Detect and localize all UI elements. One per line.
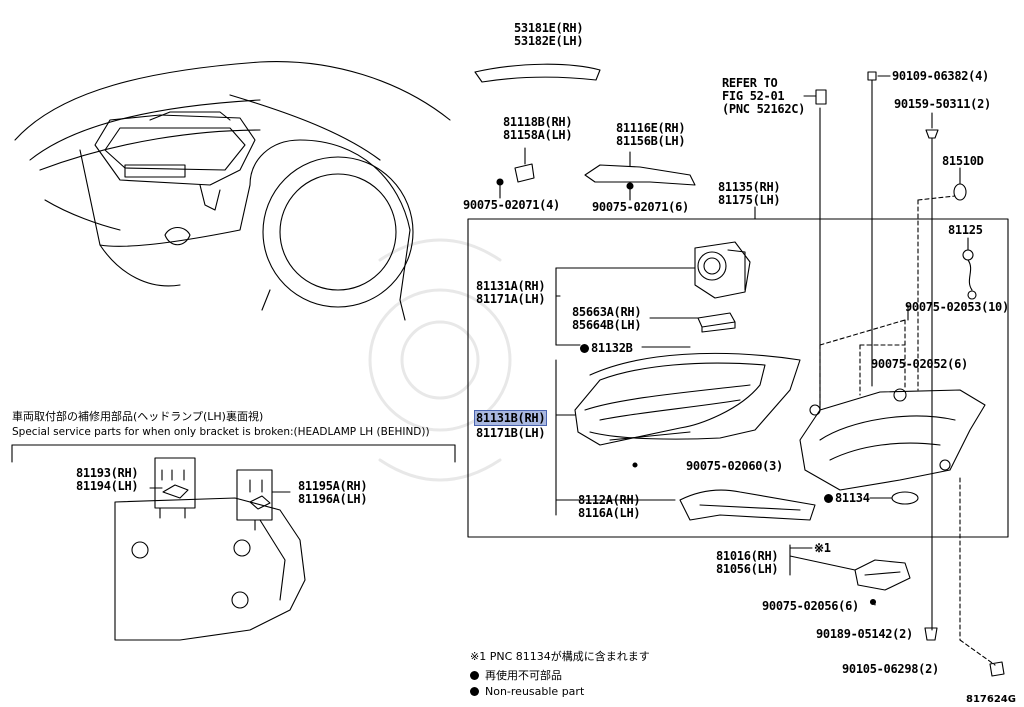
- bracket-box-81195: [236, 469, 273, 521]
- dashed-leaders: [819, 195, 996, 666]
- non-reusable-marker-icon: [824, 494, 833, 503]
- watermark: [368, 238, 512, 482]
- label-90075-02056[interactable]: 90075-02056(6): [762, 599, 859, 613]
- bullet-icon: [470, 687, 479, 696]
- label-90159[interactable]: 90159-50311(2): [894, 97, 991, 111]
- housing-back-view: [114, 497, 306, 641]
- label-81510[interactable]: 81510D: [942, 154, 984, 168]
- legend-en: Non-reusable part: [470, 685, 584, 698]
- projector-unit: [694, 241, 751, 299]
- label-81131a[interactable]: 81131A(RH) 81171A(LH): [476, 279, 546, 306]
- label-81135[interactable]: 81135(RH) 81175(LH): [718, 180, 781, 207]
- legend-en-text: Non-reusable part: [485, 685, 585, 698]
- seal-81134: [891, 491, 919, 505]
- label-90109[interactable]: 90109-06382(4): [892, 69, 989, 83]
- label-85663[interactable]: 85663A(RH) 85664B(LH): [572, 305, 642, 332]
- assembly-frame: [467, 218, 1009, 538]
- legend-jp: 再使用不可部品: [470, 669, 562, 682]
- bolt-90159: [925, 112, 939, 151]
- label-90105[interactable]: 90105-06298(2): [842, 662, 939, 676]
- bracket-box-81193: [154, 457, 196, 509]
- bracket-title-en: Special service parts for when only brac…: [12, 426, 430, 438]
- aim-unit-81016: [854, 559, 911, 591]
- label-90075-02071-a[interactable]: 90075-02071(4): [463, 198, 560, 212]
- label-81134[interactable]: 81134: [824, 492, 870, 505]
- car-front-illustration: [14, 60, 451, 321]
- footnote-pnc: ※1 PNC 81134が構成に含まれます: [470, 650, 650, 663]
- cover-strip: [474, 63, 601, 83]
- bulb-81510: [953, 183, 967, 201]
- legend-jp-text: 再使用不可部品: [485, 669, 562, 682]
- label-81132[interactable]: 81132B: [580, 342, 633, 355]
- bracket-81118: [496, 147, 535, 199]
- label-81171b-lh[interactable]: 81171B(LH): [476, 426, 546, 440]
- label-ref1: ※1: [814, 541, 831, 555]
- socket-81125: [962, 237, 977, 300]
- bullet-icon: [470, 671, 479, 680]
- clip-90105: [989, 661, 1005, 677]
- non-reusable-marker-icon: [580, 344, 589, 353]
- label-90189[interactable]: 90189-05142(2): [816, 627, 913, 641]
- label-81125[interactable]: 81125: [948, 223, 983, 237]
- lens-81132: [589, 352, 801, 440]
- figure-code: 817624G: [966, 694, 1016, 705]
- bolt-90109: [867, 71, 891, 93]
- connector-refer: [803, 89, 827, 105]
- label-81132-text: 81132B: [591, 341, 633, 355]
- headlamp-front: [574, 362, 766, 468]
- bracket-title-jp: 車両取付部の補修用部品(ヘッドランプ(LH)裏面視): [12, 410, 264, 423]
- housing-rear: [799, 388, 986, 491]
- label-90075-02071-b[interactable]: 90075-02071(6): [592, 200, 689, 214]
- label-81118[interactable]: 81118B(RH) 81158A(LH): [503, 115, 573, 142]
- bracket-81116: [584, 151, 696, 201]
- drl-8112: [679, 489, 816, 521]
- label-81193[interactable]: 81193(RH) 81194(LH): [76, 466, 139, 493]
- label-90075-02060[interactable]: 90075-02060(3): [686, 459, 783, 473]
- label-81016[interactable]: 81016(RH) 81056(LH): [716, 549, 779, 576]
- label-81131b-rh[interactable]: 81131B(RH): [474, 410, 548, 426]
- label-refer-fig[interactable]: REFER TO FIG 52-01 (PNC 52162C): [722, 76, 806, 116]
- clip-90189: [924, 627, 938, 641]
- label-90075-02053[interactable]: 90075-02053(10): [905, 300, 1009, 314]
- label-81131b-highlight: 81131B(RH): [474, 410, 548, 426]
- label-8112a[interactable]: 8112A(RH) 8116A(LH): [578, 493, 641, 520]
- label-81116[interactable]: 81116E(RH) 81156B(LH): [616, 121, 686, 148]
- label-81195[interactable]: 81195A(RH) 81196A(LH): [298, 479, 368, 506]
- label-90075-02052[interactable]: 90075-02052(6): [871, 357, 968, 371]
- label-53181[interactable]: 53181E(RH) 53182E(LH): [514, 21, 584, 48]
- label-81134-text: 81134: [835, 491, 870, 505]
- module-85663: [697, 312, 736, 333]
- leader-lines: [555, 91, 933, 631]
